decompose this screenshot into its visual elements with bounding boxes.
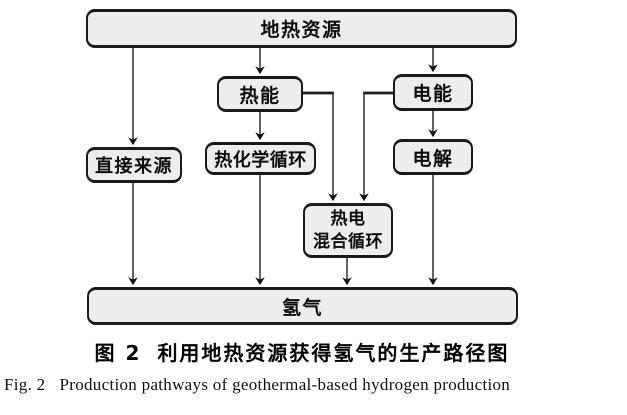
caption-chinese-title: 利用地热资源获得氢气的生产路径图 [157, 341, 510, 365]
caption-chinese: 图 2 利用地热资源获得氢气的生产路径图 [86, 337, 518, 366]
node-thermochemical-cycle-label: 热化学循环 [214, 149, 307, 171]
node-direct-source-label: 直接来源 [95, 156, 173, 177]
node-electric-energy-label: 电能 [412, 83, 454, 105]
node-thermoelectric-hybrid-cycle-label: 热电 混合循环 [313, 209, 383, 252]
caption-chinese-figure-number: 图 2 [94, 341, 142, 365]
node-direct-source: 直接来源 [86, 147, 182, 183]
node-geothermal-resources-label: 地热资源 [260, 19, 343, 41]
node-thermochemical-cycle: 热化学循环 [205, 142, 316, 175]
node-thermal-energy-label: 热能 [239, 84, 281, 107]
node-hydrogen-label: 氢气 [281, 296, 323, 319]
node-electrolysis-label: 电解 [412, 147, 454, 170]
node-electrolysis: 电解 [393, 139, 473, 175]
node-hydrogen: 氢气 [87, 287, 518, 325]
node-electric-energy: 电能 [393, 74, 473, 111]
caption-english-title: Production pathways of geothermal-based … [59, 375, 511, 394]
caption-english-figure-number: Fig. 2 [4, 375, 46, 394]
node-thermal-energy: 热能 [217, 76, 303, 112]
node-geothermal-resources: 地热资源 [86, 9, 517, 48]
caption-english: Fig. 2 Production pathways of geothermal… [4, 375, 604, 395]
node-thermoelectric-hybrid-cycle: 热电 混合循环 [303, 203, 393, 258]
